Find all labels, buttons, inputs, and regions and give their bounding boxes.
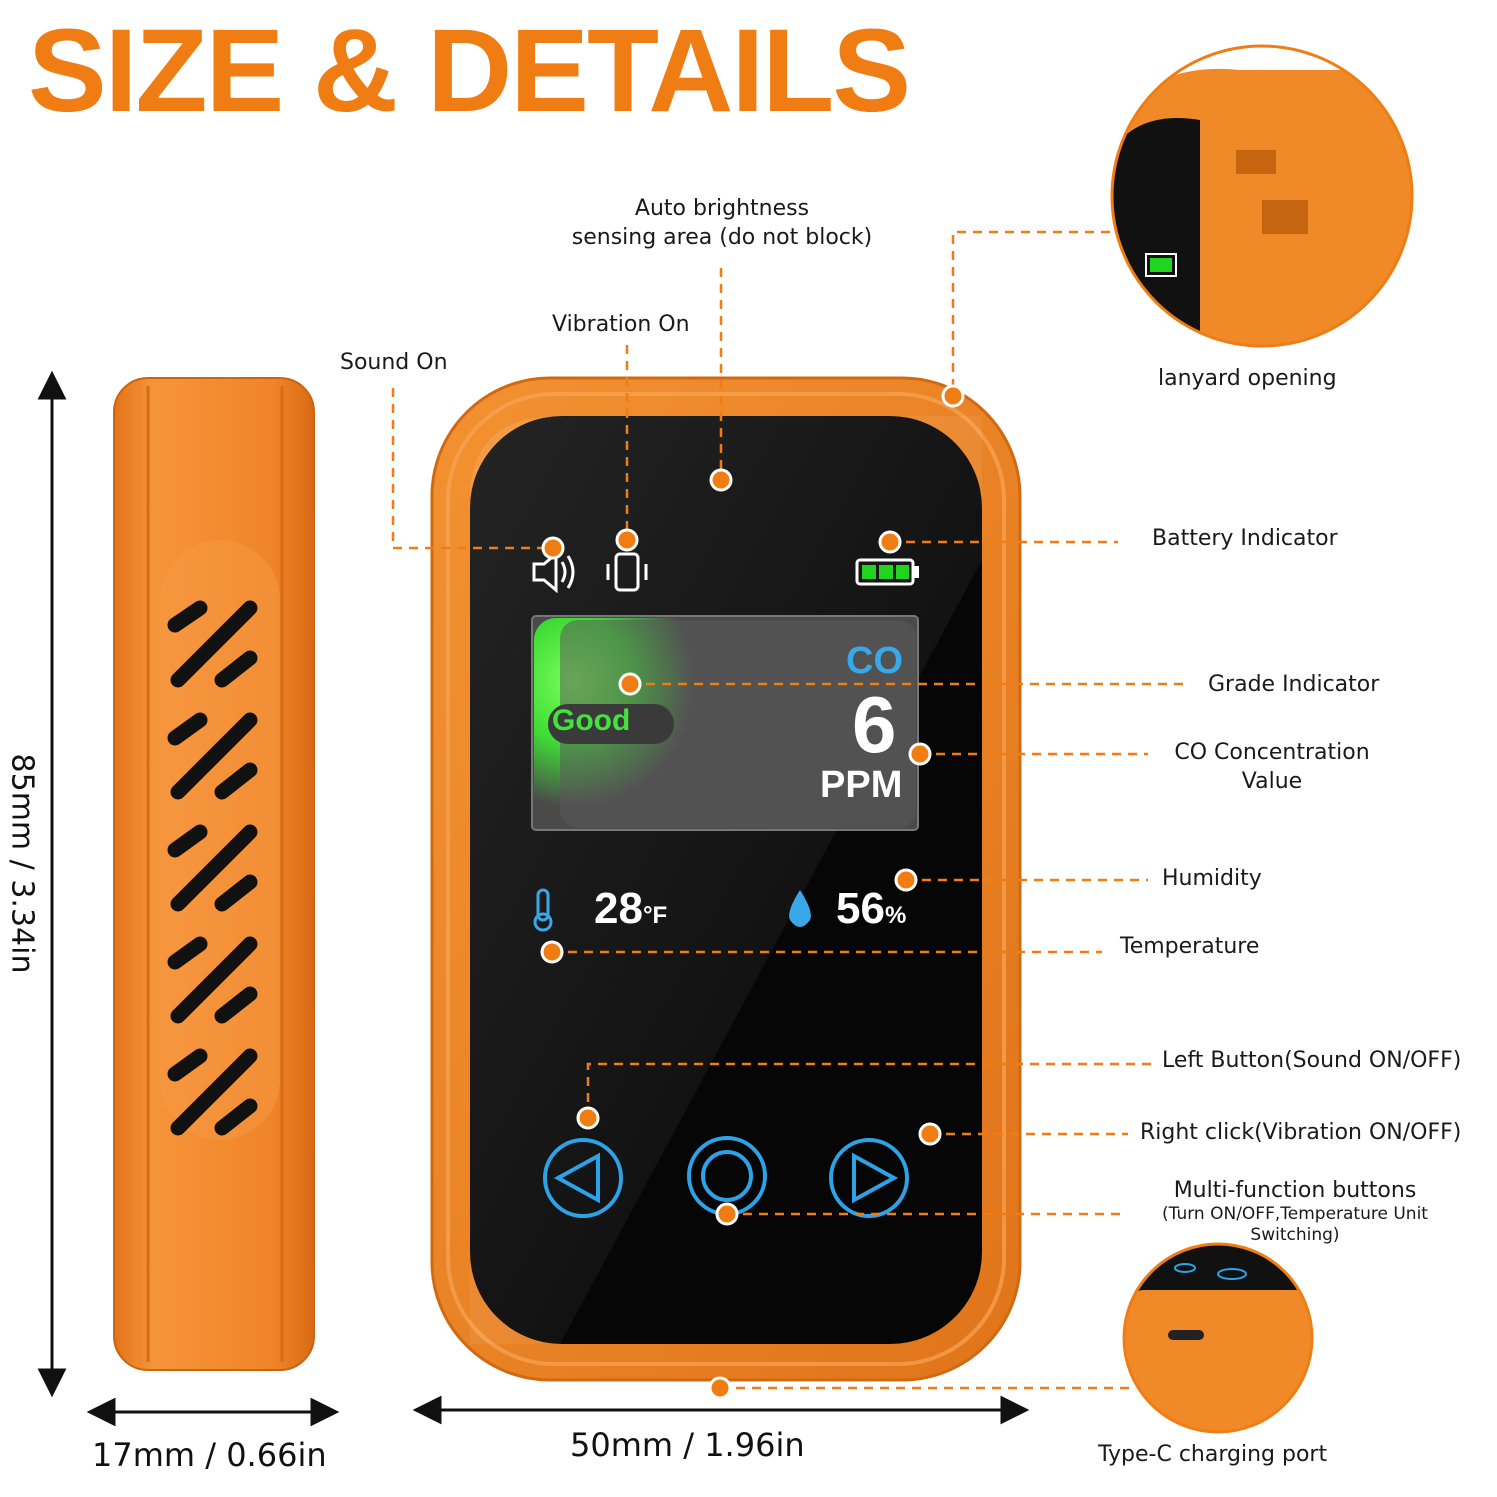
multi-function-label: Multi-function buttons <box>1173 1178 1417 1203</box>
callout-dots <box>540 384 965 1400</box>
co-unit: PPM <box>820 764 903 806</box>
temperature-unit: °F <box>642 902 668 929</box>
grade-indicator-label: Grade Indicator <box>1208 672 1380 697</box>
humidity-unit: % <box>884 902 907 929</box>
lanyard-zoom <box>1112 46 1412 346</box>
side-view-device <box>113 377 315 1371</box>
battery-indicator-label: Battery Indicator <box>1152 526 1338 551</box>
auto-brightness-label: Auto brightness sensing area (do not blo… <box>571 196 873 250</box>
droplet-icon <box>789 890 811 927</box>
width-dimension-label: 50mm / 1.96in <box>570 1426 805 1464</box>
depth-dimension-arrow <box>86 1397 340 1427</box>
right-arrow-button-icon <box>829 1138 909 1218</box>
speaker-grille <box>167 600 258 1136</box>
width-dimension-arrow <box>412 1395 1030 1425</box>
left-arrow-button-icon <box>543 1138 623 1218</box>
temperature-readout: 28°F <box>594 884 667 934</box>
callout-lines <box>391 230 1186 1390</box>
lanyard-opening-label: lanyard opening <box>1158 366 1337 391</box>
gas-label: CO <box>846 640 903 682</box>
temperature-value: 28 <box>594 884 643 933</box>
battery-icon <box>855 558 919 586</box>
vibration-icon <box>606 552 648 592</box>
thermometer-icon <box>533 888 553 932</box>
page-title: SIZE & DETAILS <box>28 5 911 137</box>
front-view-device <box>430 376 1022 1382</box>
speaker-icon <box>532 550 575 594</box>
temperature-label: Temperature <box>1120 934 1260 959</box>
type-c-label: Type-C charging port <box>1098 1442 1328 1467</box>
humidity-readout: 56% <box>836 884 906 934</box>
depth-dimension-label: 17mm / 0.66in <box>92 1436 327 1474</box>
left-button-label: Left Button(Sound ON/OFF) <box>1162 1048 1462 1073</box>
vibration-on-label: Vibration On <box>552 312 690 337</box>
humidity-value: 56 <box>836 884 885 933</box>
height-dimension-label: 85mm / 3.34in <box>4 753 40 974</box>
co-concentration-label: CO Concentration Value <box>1174 740 1370 794</box>
humidity-label: Humidity <box>1162 866 1262 891</box>
height-dimension-arrow <box>37 370 67 1398</box>
usb-c-port-icon <box>1168 1330 1204 1340</box>
right-click-label: Right click(Vibration ON/OFF) <box>1140 1120 1462 1145</box>
multi-function-note: (Turn ON/OFF,Temperature Unit Switching) <box>1162 1204 1428 1245</box>
sound-on-label: Sound On <box>340 350 448 375</box>
co-value: 6 <box>852 680 897 769</box>
grade-badge: Good <box>552 704 631 737</box>
type-c-zoom <box>1124 1244 1312 1432</box>
